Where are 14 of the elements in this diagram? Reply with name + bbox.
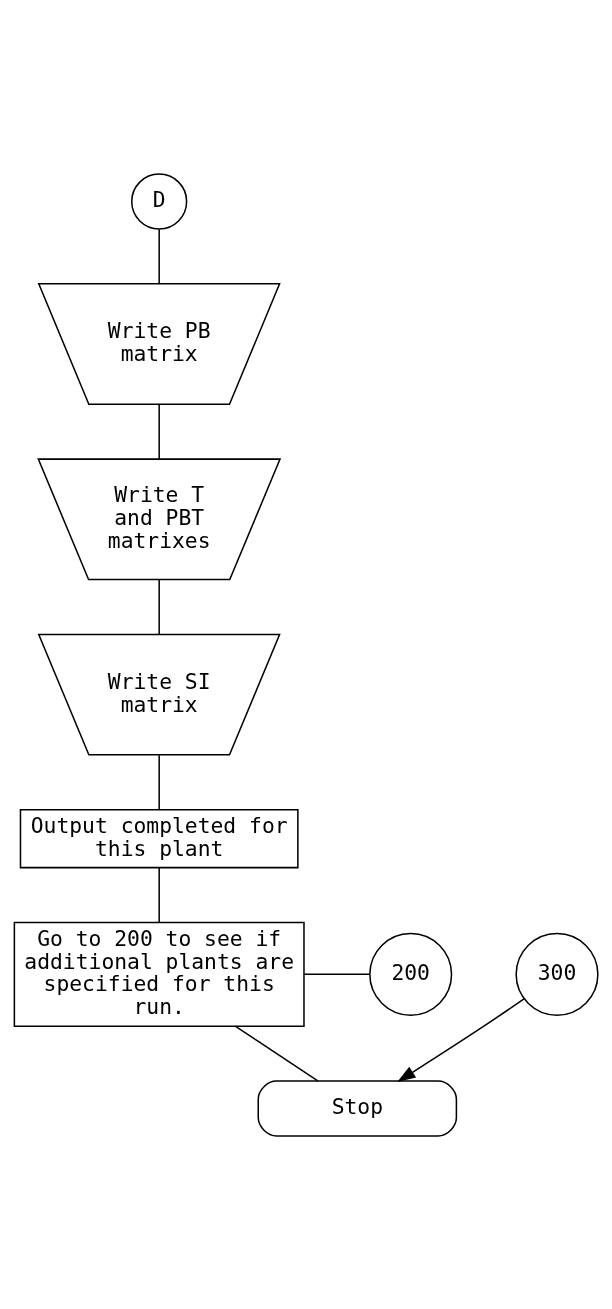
connector — [158, 866, 160, 923]
node-box: Go to 200 to see if additional plants are specified for this run. — [13, 921, 305, 1027]
connector — [158, 228, 160, 284]
node-box: Output completed for this plant — [19, 808, 299, 868]
connector — [303, 973, 371, 975]
node-circle: 200 — [369, 932, 453, 1016]
node-circle: 300 — [515, 932, 599, 1016]
node-box: Stop — [257, 1079, 458, 1137]
connector — [158, 403, 160, 459]
connector — [158, 578, 160, 635]
connector — [158, 753, 160, 810]
arrow — [397, 997, 526, 1082]
connector — [234, 1024, 319, 1082]
node-circle: D — [131, 172, 188, 230]
